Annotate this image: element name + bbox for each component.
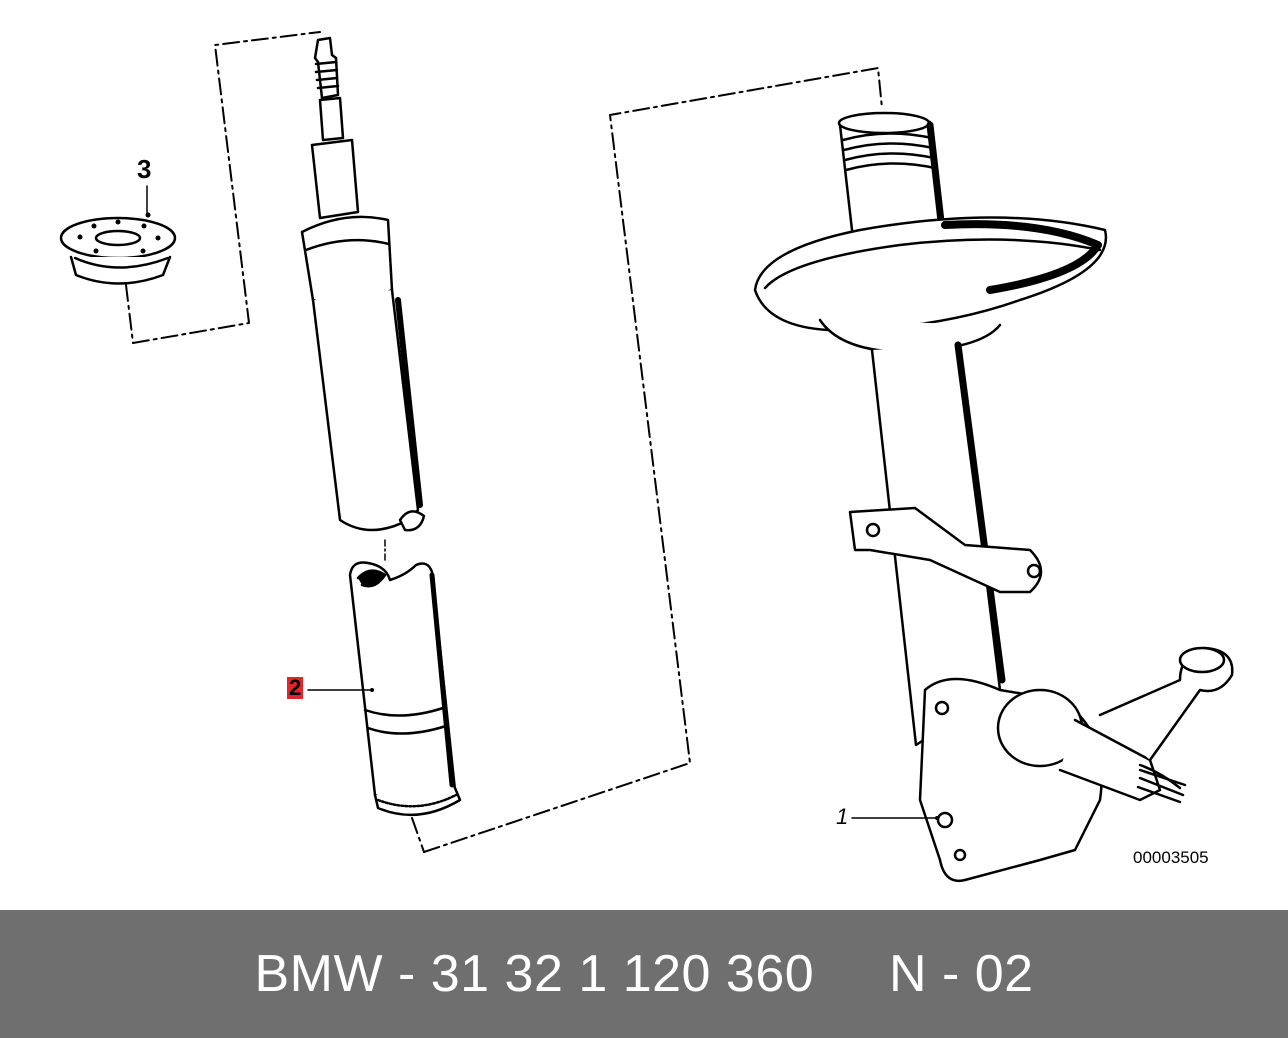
callout-part-3: 3 [137,154,152,184]
shock-absorber-lower [307,539,462,817]
strut-assembly [753,111,1234,883]
shock-absorber-upper [300,36,426,532]
diagram-code: 00003505 [1133,848,1209,867]
reference-code: N - 02 [888,945,1034,1003]
part-number: 31 32 1 120 360 [430,945,815,1003]
part-number-caption: BMW - 31 32 1 120 360 N - 02 [254,944,1033,1004]
callout-part-2: 2 [287,675,304,700]
brand-label: BMW [254,945,384,1003]
separator: - [383,945,431,1003]
leader-lines [125,31,883,853]
parts-diagram: 3 2 1 00003505 [59,31,1234,883]
callout-part-1: 1 [836,804,849,829]
mount-part [59,185,177,285]
parts-illustration [59,31,1234,883]
part-number-banner: BMW - 31 32 1 120 360 N - 02 [0,910,1288,1038]
spacer [814,945,889,1003]
